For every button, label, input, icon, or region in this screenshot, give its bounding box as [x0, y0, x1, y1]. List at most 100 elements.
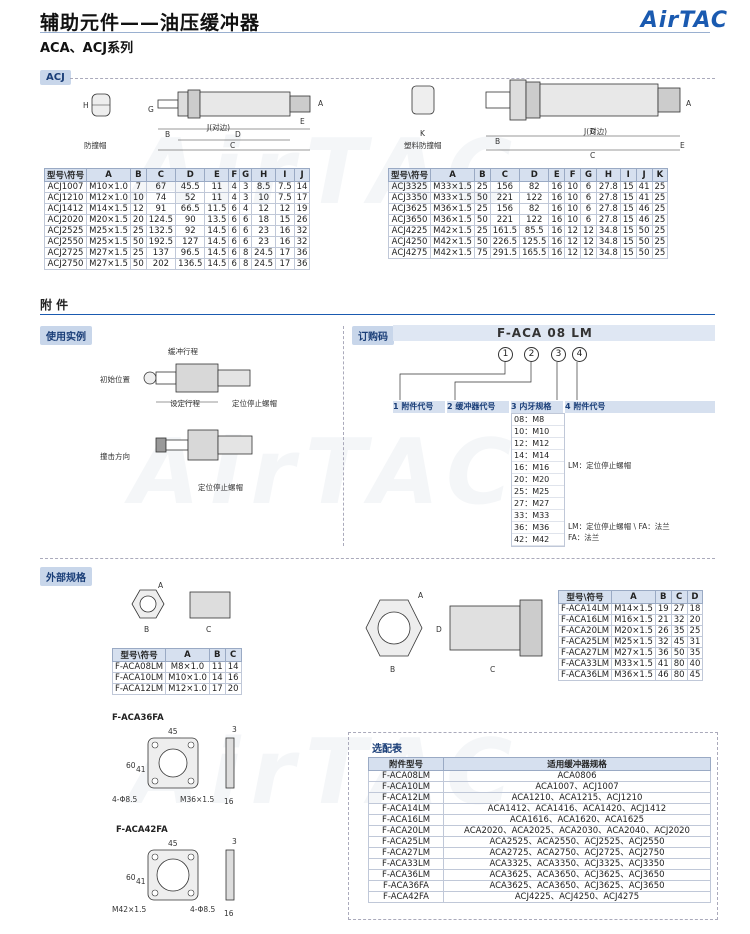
- table-cell: 25: [129, 225, 147, 237]
- table-cell: 25: [473, 203, 491, 215]
- table-cell: F-ACA36FA: [368, 880, 444, 892]
- table-cell: M42×1.5: [430, 225, 475, 237]
- table-cell: 25: [686, 625, 704, 637]
- col-header: B: [129, 168, 147, 182]
- ext-diagram-small: A B C: [131, 582, 231, 634]
- table-cell: F-ACA20LM: [557, 625, 613, 637]
- table-cell: 17: [275, 247, 295, 259]
- table-cell: ACJ2725: [43, 247, 88, 259]
- col-header: D: [519, 168, 550, 182]
- section-rule: [70, 78, 715, 79]
- table-cell: F-ACA25LM: [368, 836, 444, 848]
- table-cell: 25: [651, 203, 669, 215]
- table-cell: 125.5: [519, 236, 550, 248]
- table-cell: 12: [580, 225, 597, 237]
- table-cell: 82: [519, 203, 550, 215]
- table-cell: M25×1.5: [86, 236, 131, 248]
- table-cell: M42×1.5: [430, 247, 475, 259]
- table-cell: M14×1.5: [611, 603, 656, 615]
- table-cell: 124.5: [145, 214, 177, 226]
- dim-41: 41: [136, 765, 146, 774]
- table-cell: 20: [686, 614, 704, 626]
- table-cell: ACA3325、ACA3350、ACJ3325、ACJ3350: [443, 858, 711, 870]
- table-cell: 45: [670, 636, 688, 648]
- acj-diagram-left: B D C A E G H: [83, 89, 324, 151]
- table-cell: 27: [670, 603, 688, 615]
- dim-3: 3: [232, 725, 237, 734]
- table-cell: 17: [275, 258, 295, 270]
- usage-diagram: [143, 363, 253, 461]
- col-header: D: [686, 590, 704, 604]
- table-header-row: 型号\符号 A B C D: [557, 590, 704, 604]
- svg-text:B: B: [495, 137, 500, 146]
- thread-row: 25：M25: [512, 486, 564, 498]
- dim-holes: 4-Φ8.5: [112, 795, 138, 804]
- table-cell: 16: [548, 192, 566, 204]
- section-label-order: 订购码: [352, 326, 394, 345]
- order-circle-3: 3: [551, 347, 566, 362]
- col-header: H: [251, 168, 277, 182]
- col-header: E: [204, 168, 230, 182]
- table-cell: 156: [489, 181, 521, 193]
- table-cell: ACA2020、ACA2025、ACA2030、ACA2040、ACJ2020: [443, 825, 711, 837]
- divider-vertical: [343, 326, 344, 546]
- order-head-4-label: 附件代号: [573, 402, 606, 411]
- svg-text:H: H: [83, 101, 89, 110]
- col-header: 型号\符号: [43, 168, 88, 182]
- table-cell: 8: [239, 258, 253, 270]
- table-cell: 25: [651, 192, 669, 204]
- thread-spec: M16: [532, 463, 550, 472]
- thread-code: 33: [514, 511, 525, 520]
- table-cell: ACJ4225、ACJ4250、ACJ4275: [443, 891, 711, 903]
- section-label-usage: 使用实例: [40, 326, 92, 345]
- col-header: E: [548, 168, 566, 182]
- usage-set-stroke: 设定行程: [170, 399, 200, 408]
- table-cell: 6: [580, 203, 597, 215]
- table-cell: 26: [293, 214, 311, 226]
- table-cell: 90: [175, 214, 206, 226]
- table-cell: 41: [654, 658, 672, 670]
- table-cell: 40: [686, 658, 704, 670]
- table-cell: 18: [251, 214, 277, 226]
- section-label-selection: 选配表: [372, 744, 402, 755]
- svg-text:A: A: [318, 99, 324, 108]
- table-cell: 32: [293, 236, 311, 248]
- table-cell: 15: [619, 225, 637, 237]
- table-cell: F-ACA25LM: [557, 636, 613, 648]
- table-cell: 25: [651, 236, 669, 248]
- dim-45: 45: [168, 839, 178, 848]
- table-cell: M27×1.5: [611, 647, 656, 659]
- thread-code: 20: [514, 475, 525, 484]
- table-cell: M10×1.0: [86, 181, 131, 193]
- table-header-row: 型号\符号 A B C: [111, 648, 242, 662]
- order-fa-note: FA：法兰: [568, 533, 600, 542]
- table-cell: 165.5: [519, 247, 550, 259]
- thread-spec: M36: [532, 523, 550, 532]
- table-cell: ACJ3625: [387, 203, 432, 215]
- table-cell: 4: [239, 203, 253, 215]
- table-cell: 3: [239, 192, 253, 204]
- ext-diagram-large: A B C D: [365, 591, 543, 674]
- selection-box: [348, 732, 718, 920]
- table-cell: M14×1.5: [86, 203, 131, 215]
- table-cell: F-ACA16LM: [368, 814, 444, 826]
- thread-sep: ：: [524, 475, 533, 484]
- table-cell: F-ACA12LM: [368, 792, 444, 804]
- table-cell: F-ACA10LM: [368, 781, 444, 793]
- dim-16: 16: [224, 909, 234, 918]
- section-rule: [40, 558, 715, 559]
- table-cell: 6: [228, 247, 241, 259]
- table-cell: 31: [686, 636, 704, 648]
- usage-stop-nut-2: 定位停止螺帽: [198, 483, 243, 492]
- table-cell: 50: [473, 192, 491, 204]
- table-cell: 7.5: [275, 192, 295, 204]
